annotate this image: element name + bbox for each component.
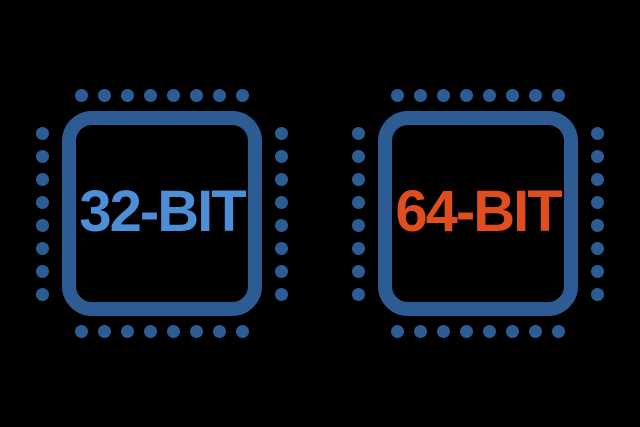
chip-pin-dot	[98, 89, 111, 102]
chip-pin-dot	[591, 195, 604, 209]
chip-pin-dot	[529, 325, 542, 338]
chip-pin-dot	[36, 172, 49, 186]
chip-pin-dot	[352, 149, 365, 163]
chip-32bit-pins-right	[275, 111, 288, 316]
chip-pin-dot	[591, 172, 604, 186]
chip-64bit-pins-bottom	[378, 325, 578, 338]
chip-64bit-pins-right	[591, 111, 604, 316]
chip-pin-dot	[75, 89, 88, 102]
chip-pin-dot	[552, 325, 565, 338]
chip-pin-dot	[437, 89, 450, 102]
chip-pin-dot	[591, 241, 604, 255]
chip-pin-dot	[190, 89, 203, 102]
chip-pin-dot	[414, 325, 427, 338]
chip-pin-dot	[213, 89, 226, 102]
chip-pin-dot	[167, 325, 180, 338]
chip-pin-dot	[437, 325, 450, 338]
chip-pin-dot	[275, 149, 288, 163]
chip-pin-dot	[352, 195, 365, 209]
chip-pin-dot	[506, 89, 519, 102]
chip-pin-dot	[552, 89, 565, 102]
chip-pin-dot	[591, 126, 604, 140]
chip-pin-dot	[506, 325, 519, 338]
chip-pin-dot	[75, 325, 88, 338]
chip-pin-dot	[144, 325, 157, 338]
chip-pin-dot	[167, 89, 180, 102]
chip-pin-dot	[275, 264, 288, 278]
chip-pin-dot	[591, 264, 604, 278]
chip-pin-dot	[352, 218, 365, 232]
chip-pin-dot	[483, 325, 496, 338]
chip-pin-dot	[391, 89, 404, 102]
chip-pin-dot	[352, 126, 365, 140]
chip-pin-dot	[352, 172, 365, 186]
chip-pin-dot	[121, 89, 134, 102]
chip-pin-dot	[213, 325, 226, 338]
chip-32bit: 32-BIT	[36, 89, 288, 338]
chip-64bit-body: 64-BIT	[378, 111, 578, 316]
chip-pin-dot	[98, 325, 111, 338]
chip-pin-dot	[275, 218, 288, 232]
chip-32bit-pins-top	[62, 89, 262, 102]
chip-64bit-label: 64-BIT	[395, 178, 562, 244]
chip-pin-dot	[591, 149, 604, 163]
chip-pin-dot	[36, 195, 49, 209]
chip-pin-dot	[275, 172, 288, 186]
chip-pin-dot	[352, 287, 365, 301]
chip-pin-dot	[36, 126, 49, 140]
chip-pin-dot	[483, 89, 496, 102]
chip-pin-dot	[391, 325, 404, 338]
chip-32bit-pins-left	[36, 111, 49, 316]
chip-pin-dot	[36, 241, 49, 255]
chip-pin-dot	[121, 325, 134, 338]
chip-pin-dot	[460, 89, 473, 102]
chip-64bit-pins-top	[378, 89, 578, 102]
chip-pin-dot	[36, 264, 49, 278]
chip-pin-dot	[236, 89, 249, 102]
chip-pin-dot	[275, 195, 288, 209]
chip-pin-dot	[236, 325, 249, 338]
chip-pin-dot	[144, 89, 157, 102]
chip-64bit-pins-left	[352, 111, 365, 316]
chip-pin-dot	[529, 89, 542, 102]
chip-pin-dot	[36, 287, 49, 301]
chip-pin-dot	[36, 149, 49, 163]
chip-pin-dot	[591, 287, 604, 301]
chip-pin-dot	[352, 264, 365, 278]
chip-32bit-body: 32-BIT	[62, 111, 262, 316]
chip-pin-dot	[275, 126, 288, 140]
chip-32bit-label: 32-BIT	[79, 178, 246, 244]
chip-pin-dot	[460, 325, 473, 338]
chip-64bit: 64-BIT	[352, 89, 604, 338]
chip-pin-dot	[275, 241, 288, 255]
chip-pin-dot	[275, 287, 288, 301]
chip-pin-dot	[190, 325, 203, 338]
chip-32bit-pins-bottom	[62, 325, 262, 338]
chip-pin-dot	[352, 241, 365, 255]
chip-pin-dot	[591, 218, 604, 232]
chip-pin-dot	[36, 218, 49, 232]
chip-pin-dot	[414, 89, 427, 102]
